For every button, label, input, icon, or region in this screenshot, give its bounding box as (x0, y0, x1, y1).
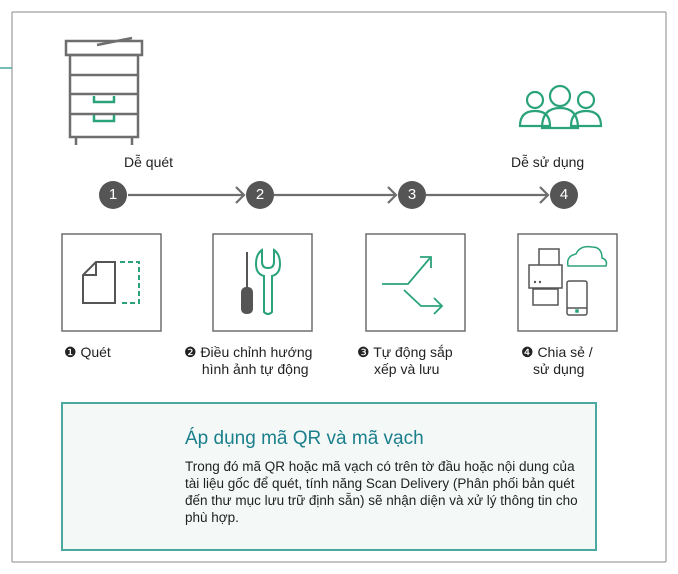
step-caption-2-line1: ❷ Điều chỉnh hướng (184, 344, 313, 360)
step-circle-4 (550, 181, 578, 209)
qr-barcode-panel (61, 402, 597, 551)
step-number-4: 4 (559, 186, 569, 203)
step-caption-1-line1: ❶ Quét (64, 344, 111, 360)
step-caption-2-line2: hình ảnh tự động (201, 361, 309, 377)
qr-section-description: Trong đó mã QR hoặc mã vạch có trên tờ đ… (185, 459, 578, 525)
easy-use-label: Dễ sử dụng (511, 154, 585, 170)
easy-scan-label: Dễ quét (124, 154, 174, 170)
step-caption-3: ❸ Tự động sắp xếp và lưu (357, 344, 453, 378)
step-number-1: 1 (108, 186, 118, 203)
step-caption-3-line1: ❸ Tự động sắp (357, 344, 453, 360)
step-circles (99, 181, 578, 209)
step-caption-2: ❷ Điều chỉnh hướng hình ảnh tự động (184, 344, 312, 378)
users-icon (518, 84, 603, 130)
step-number-3: 3 (407, 186, 417, 203)
step-caption-1: ❶ Quét (64, 344, 111, 361)
scan-document-icon (82, 261, 140, 304)
tools-icon (241, 248, 282, 315)
printer-icon (64, 36, 144, 145)
step-caption-4-line1: ❹ Chia sẻ / (521, 344, 593, 360)
step-caption-4-line2: sử dụng (533, 361, 585, 377)
step-caption-3-line2: xếp và lưu (374, 361, 440, 377)
step-box-3 (365, 233, 466, 332)
step-caption-4: ❹ Chia sẻ / sử dụng (521, 344, 593, 378)
devices-cloud-icon (528, 245, 608, 316)
step-box-1 (61, 233, 162, 332)
step-circle-2 (246, 181, 274, 209)
auto-sort-icon (382, 256, 444, 315)
step-circle-1 (99, 181, 127, 209)
step-circle-3 (398, 181, 426, 209)
frame-lines (0, 11, 667, 563)
step-number-2: 2 (255, 186, 265, 203)
step-connectors (128, 186, 550, 204)
qr-section-title: Áp dụng mã QR và mã vạch (185, 428, 424, 449)
